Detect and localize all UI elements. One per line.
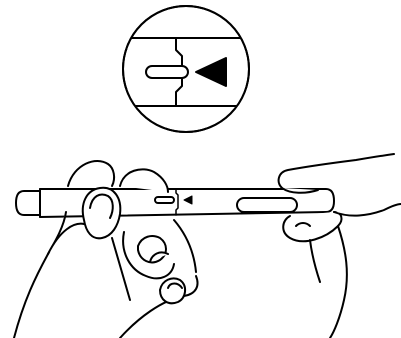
- indicator-triangle-icon: [195, 57, 227, 87]
- detail-inset: [122, 5, 250, 133]
- pen-window-slot: [154, 196, 175, 204]
- right-hand-icon: [277, 153, 401, 338]
- pen-label-slot: [236, 197, 298, 213]
- window-slot: [145, 65, 189, 79]
- left-hand-icon: [13, 159, 199, 338]
- pen-cap: [15, 190, 41, 216]
- pen-indicator-icon: [183, 195, 193, 205]
- pen-injector: [15, 188, 335, 218]
